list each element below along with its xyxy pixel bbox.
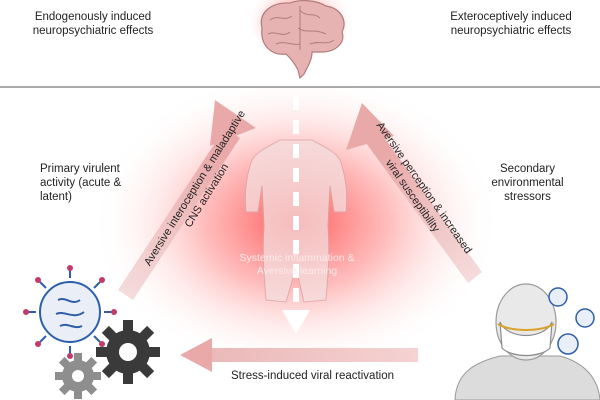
left-arrow: [118, 100, 256, 300]
label-right: Secondary environmental stressors: [491, 163, 564, 203]
label-top-left: Endogenously induced neuropsychiatric ef…: [32, 11, 154, 37]
label-top-right: Exteroceptively induced neuropsychiatric…: [450, 11, 572, 37]
person-mask-icon: [454, 283, 600, 400]
bottom-arrow: [180, 338, 418, 372]
label-left: Primary virulent activity (acute & laten…: [40, 163, 122, 203]
right-arrow: [346, 103, 482, 283]
bottom-arrow-label: Stress-induced viral reactivation: [231, 370, 394, 382]
center-label: Systemic inflammation & Aversive learnin…: [239, 252, 355, 277]
torso-arrowhead: [282, 310, 310, 334]
gear-icon-light: [55, 353, 101, 399]
virus-icon: [23, 265, 117, 359]
gear-icon-dark: [96, 320, 160, 384]
brain-icon: [260, 0, 345, 80]
small-virus-icons: [548, 287, 595, 355]
